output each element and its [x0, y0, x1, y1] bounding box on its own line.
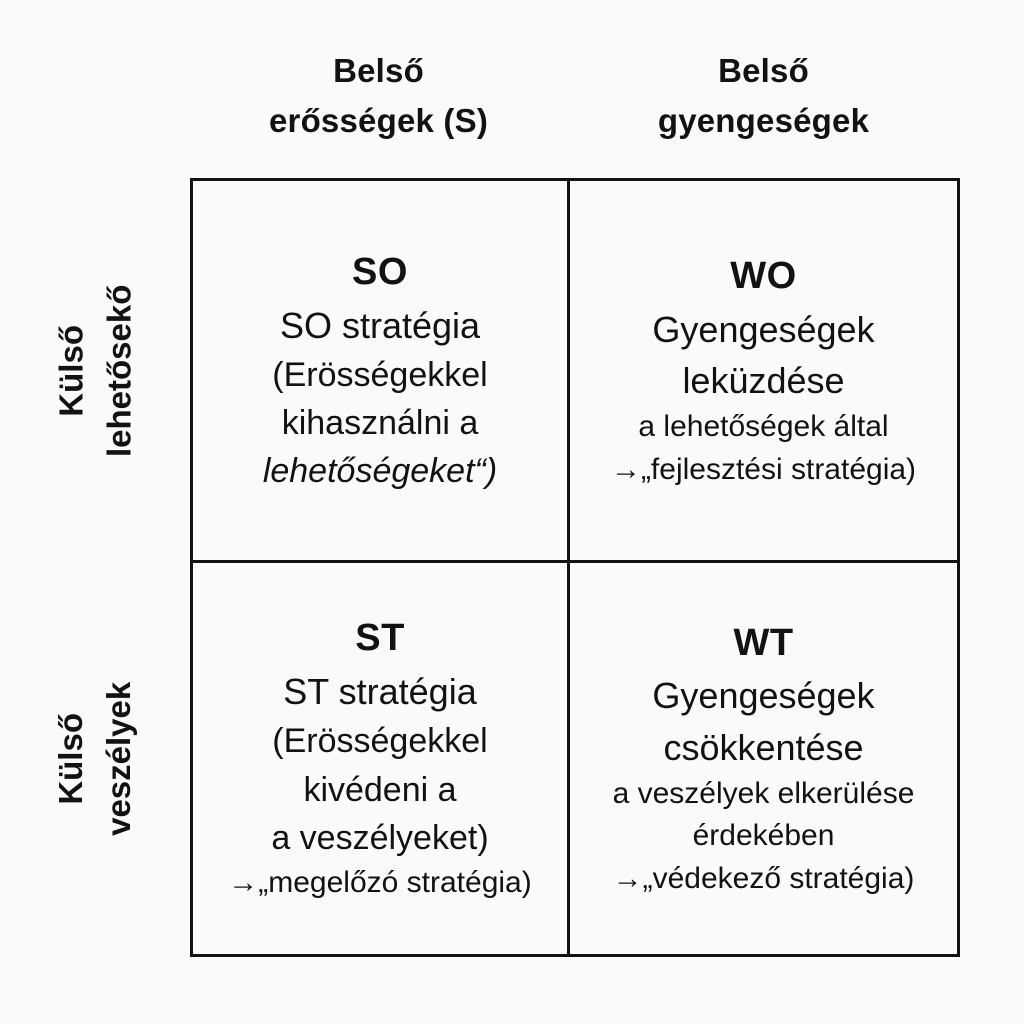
cell-wt-line: a veszélyek elkerülése [612, 776, 915, 810]
cell-wo-line: leküzdése [682, 359, 845, 401]
cell-so: SO SO stratégia (Erösségekkel kihasználn… [193, 181, 570, 563]
cell-wt-line: csökkentése [663, 726, 864, 768]
cell-wt-line: Gyengeségek [652, 675, 875, 717]
cell-so-line: kihasználni a [281, 403, 479, 442]
rotated-label: Külső lehetősekő [47, 284, 143, 456]
cell-st-line: a veszélyeket) [271, 818, 489, 857]
column-header-internal-strengths: Belső erősségek (S) [190, 46, 567, 145]
matrix-grid: SO SO stratégia (Erösségekkel kihasználn… [190, 178, 960, 957]
column-header-line-1: Belső [718, 52, 809, 89]
rotated-label: Külső veszélyek [47, 681, 143, 835]
cell-st-code: ST [355, 617, 405, 660]
cell-st: ST ST stratégia (Erösségekkel kivédeni a… [193, 563, 570, 954]
cell-so-line: SO stratégia [279, 304, 481, 346]
cell-so-line: lehetőségeket“) [262, 452, 498, 491]
cell-st-line: (Erösségekkel [272, 722, 488, 761]
cell-wo-line: →„fejlesztési stratégia) [610, 452, 917, 486]
cell-wo-line: a lehetőségek által [638, 409, 889, 443]
cell-st-line: ST stratégia [283, 671, 477, 713]
column-header-internal-weaknesses: Belső gyengeségek [567, 46, 960, 145]
row-header-line-1: Külső [52, 712, 90, 805]
cell-so-line: (Erösségekkel [272, 355, 488, 394]
row-header-line-2: lehetősekő [100, 284, 137, 457]
column-header-line-1: Belső [333, 52, 424, 89]
column-header-line-2: erősségek (S) [268, 101, 489, 139]
cell-wt: WT Gyengeségek csökkentése a veszélyek e… [570, 563, 957, 954]
cell-wo-code: WO [730, 254, 797, 297]
cell-wo-line: Gyengeségek [652, 308, 875, 350]
cell-st-line: kivédeni a [303, 770, 457, 809]
cell-wt-line: →„védekező stratégia) [612, 861, 915, 895]
row-header-external-opportunities: Külső lehetősekő [0, 181, 190, 560]
row-header-external-threats: Külső veszélyek [0, 560, 190, 957]
row-header-line-2: veszélyek [99, 681, 137, 836]
cell-wo: WO Gyengeségek leküzdése a lehetőségek á… [570, 181, 957, 563]
cell-wt-line: érdekében [692, 819, 835, 853]
cell-wt-code: WT [733, 621, 794, 664]
row-header-line-1: Külső [52, 324, 90, 417]
cell-so-code: SO [352, 250, 408, 293]
column-header-line-2: gyengeségek [657, 101, 870, 139]
cell-st-line: →„megelőzó stratégia) [228, 866, 532, 900]
